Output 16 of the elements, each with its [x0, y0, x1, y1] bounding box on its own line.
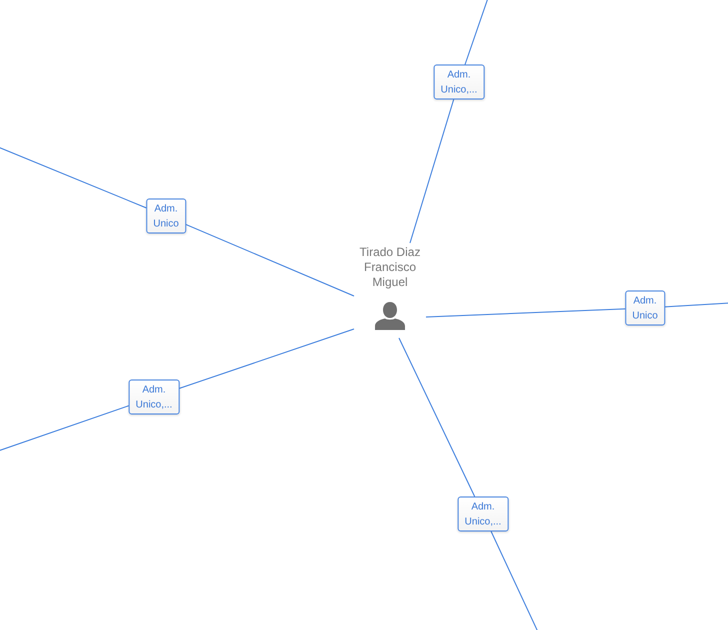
- connector-line: [410, 99, 454, 244]
- connector-line: [664, 302, 728, 308]
- role-label: Adm. Unico: [146, 198, 186, 234]
- role-label: Adm. Unico,...: [434, 64, 484, 100]
- connector-line: [398, 338, 476, 497]
- connector-line: [0, 146, 147, 208]
- connector-line: [185, 224, 354, 296]
- connector-line: [178, 328, 354, 389]
- connector-line: [464, 0, 488, 65]
- role-label: Adm. Unico,...: [458, 496, 508, 532]
- role-label: Adm. Unico,...: [128, 380, 180, 414]
- role-label: Adm. Unico: [625, 290, 665, 326]
- connector-line: [426, 308, 626, 318]
- connector-line: [490, 531, 538, 630]
- person-name: Tirado Diaz Francisco Miguel: [358, 245, 422, 290]
- connector-line: [0, 405, 130, 452]
